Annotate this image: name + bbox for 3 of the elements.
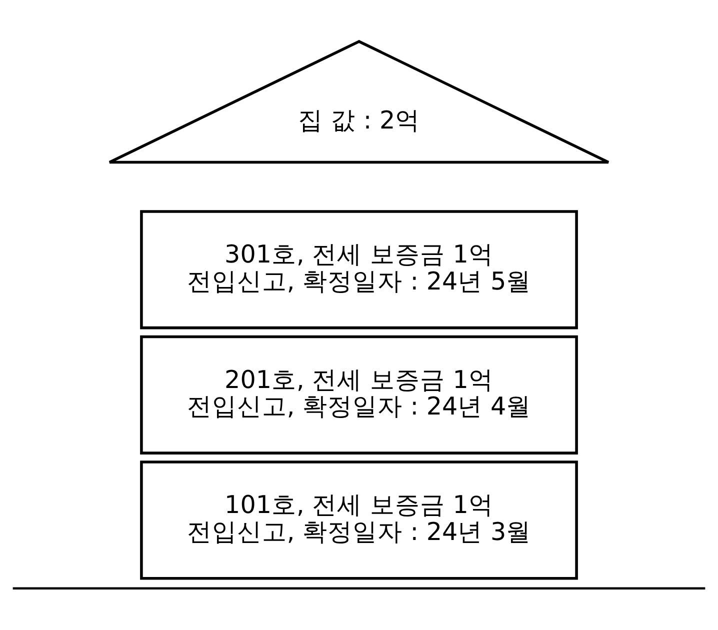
node-box: 101호, 전세 보증금 1억 전입신고, 확정일자 : 24년 3월 [140,460,578,580]
node-box: 301호, 전세 보증금 1억 전입신고, 확정일자 : 24년 5월 [140,210,578,329]
node-box: 201호, 전세 보증금 1억 전입신고, 확정일자 : 24년 4월 [140,334,578,454]
